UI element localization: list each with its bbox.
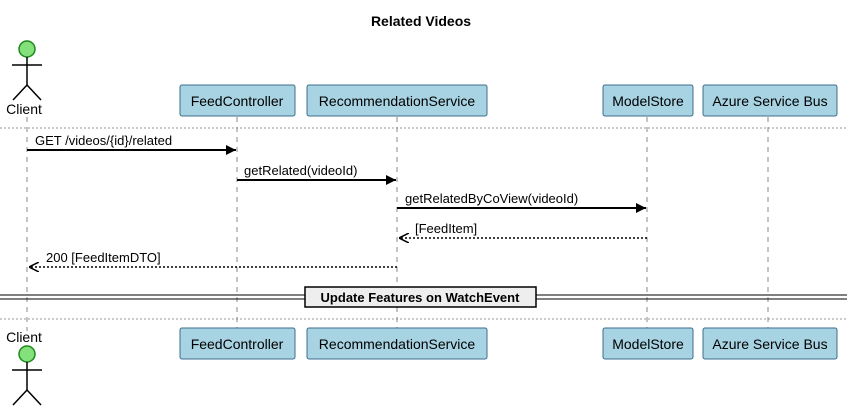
client-label-top: Client [6, 101, 42, 117]
participant-azure-service-bus-top: Azure Service Bus [702, 84, 838, 117]
participant-recommendation-service-top: RecommendationService [306, 84, 488, 117]
divider-label-box [304, 286, 537, 308]
participant-feed-controller-bottom: FeedController [179, 327, 296, 360]
message-get-related-label: GET /videos/{id}/related [35, 133, 172, 148]
model-store-label-top: ModelStore [612, 93, 684, 109]
client-label-bottom: Client [6, 329, 42, 345]
message-coview-label: getRelatedByCoView(videoId) [405, 191, 578, 206]
participant-recommendation-service-bottom: RecommendationService [306, 327, 488, 360]
participant-model-store-bottom: ModelStore [602, 327, 694, 360]
feed-controller-label-top: FeedController [191, 93, 284, 109]
participant-azure-service-bus-bottom: Azure Service Bus [702, 327, 838, 360]
participant-model-store-top: ModelStore [602, 84, 694, 117]
recommendation-service-label-top: RecommendationService [319, 93, 476, 109]
diagram-title: Related Videos [371, 13, 471, 29]
azure-service-bus-label-top: Azure Service Bus [712, 93, 827, 109]
client-actor-top [12, 40, 42, 101]
participant-feed-controller-top: FeedController [179, 84, 296, 117]
azure-service-bus-label-bottom: Azure Service Bus [712, 336, 827, 352]
message-get-related-call-label: getRelated(videoId) [244, 163, 357, 178]
model-store-label-bottom: ModelStore [612, 336, 684, 352]
recommendation-service-label-bottom: RecommendationService [319, 336, 476, 352]
client-actor-bottom [12, 345, 42, 406]
feed-controller-label-bottom: FeedController [191, 336, 284, 352]
message-feeditem-return-label: [FeedItem] [415, 221, 477, 236]
divider-label: Update Features on WatchEvent [321, 290, 521, 305]
message-dto-return-label: 200 [FeedItemDTO] [46, 250, 161, 265]
